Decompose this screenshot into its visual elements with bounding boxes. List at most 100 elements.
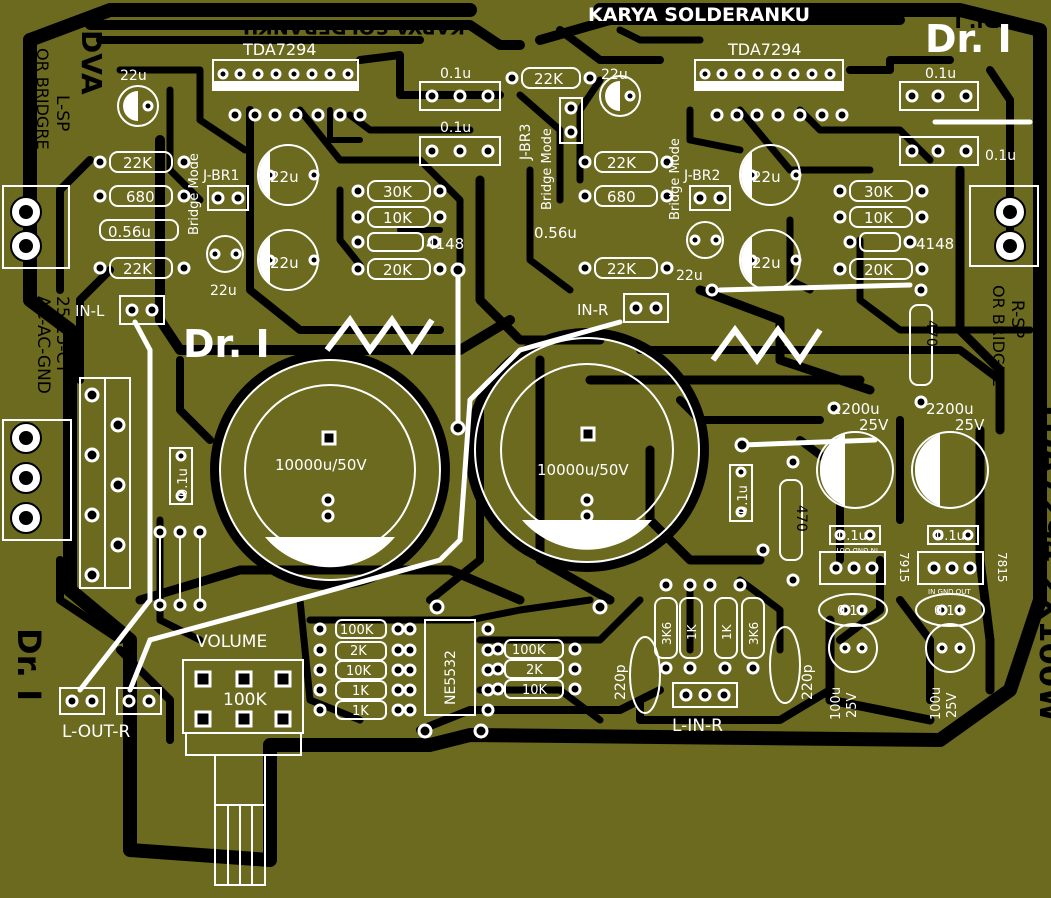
cap-label: 22u: [676, 268, 703, 284]
res-label: 1K: [352, 704, 369, 719]
cap-label: 22u: [601, 67, 628, 83]
res-label: 3K6: [660, 622, 674, 645]
volume-label: VOLUME: [196, 632, 267, 652]
polarity-marks: [123, 81, 940, 568]
res-label: 3K6: [747, 622, 761, 645]
res-label: 22K: [607, 260, 637, 278]
cap-label: 0.56u: [534, 224, 577, 242]
speaker-right-label: R-SP: [1007, 300, 1027, 338]
title-main: KARYA SOLDERANKU: [588, 4, 810, 26]
bridge-mode-label: Bridge Mode: [187, 153, 202, 235]
author-mirror: Dr. I: [954, 9, 1000, 33]
cap-label: 100u: [929, 687, 944, 720]
pads: [65, 68, 977, 739]
ic-right-label: TDA7294: [727, 40, 801, 59]
res-label: 10K: [383, 209, 413, 227]
res-label: 100K: [340, 623, 374, 638]
cap-label: 0.1u: [440, 66, 471, 82]
res-label: 20K: [383, 261, 413, 279]
cap-label: 22u: [120, 68, 147, 84]
bridge-mode-label: Bridge Mode: [540, 128, 555, 210]
or-bridge-label: OR BRIDGRE: [989, 285, 1008, 387]
res-label: 1K: [352, 684, 369, 699]
cap-label: 2200u: [926, 400, 974, 418]
author-center: Dr. I: [183, 322, 270, 366]
voltage-label: 25V: [845, 692, 860, 718]
diode-label: 4148: [426, 235, 464, 253]
res-label: 470: [793, 505, 809, 532]
right-rotated-title: TDA7294 2X100W: [1032, 400, 1051, 722]
cap-label: 22u: [210, 283, 237, 299]
res-label: 470: [923, 320, 939, 347]
output-label: L-OUT-R: [62, 722, 131, 742]
input-left-label: IN-L: [75, 302, 105, 320]
res-label: 100K: [512, 643, 546, 658]
opamp-label: NE5532: [443, 650, 459, 705]
cap-label: 0.1u: [176, 468, 191, 497]
big-cap-label: 10000u/50V: [537, 461, 629, 479]
res-label: 10K: [522, 683, 548, 698]
cap-label: 0.1u: [837, 604, 866, 619]
res-label: 22K: [123, 154, 153, 172]
or-bridge-label: OR BRIDGRE: [33, 48, 52, 150]
logo-rotated: DVA: [75, 30, 108, 95]
dva-logo-shapes: [324, 314, 823, 366]
diode-label: 4148: [916, 235, 954, 253]
speaker-left-label: L-SP: [52, 95, 72, 131]
res-label: 1K: [720, 623, 734, 640]
res-label: 680: [607, 188, 636, 206]
res-label: 30K: [383, 183, 413, 201]
res-label: 30K: [864, 183, 894, 201]
jumper-label: J-BR3: [518, 124, 534, 161]
title-mirror: KARYA SOLDERANKU: [243, 16, 465, 38]
cap-label: 0.1u: [736, 485, 751, 514]
left-rotated-mark: Dr. I: [10, 628, 48, 701]
regulator-label: 7815: [995, 552, 1009, 583]
cap-label: 220p: [800, 664, 816, 700]
cap-label: 220p: [613, 664, 629, 700]
bridge-mode-label: Bridge Mode: [668, 138, 683, 220]
ic-left-label: TDA7294: [242, 40, 316, 59]
silkscreen-outlines: [2, 59, 1039, 886]
res-label: 20K: [864, 261, 894, 279]
input-right-label: IN-R: [577, 301, 608, 319]
res-label: 2K: [350, 644, 367, 659]
cap-label: 0.1u: [936, 529, 965, 544]
regulator-pins-label: IN GND OUT: [928, 588, 971, 596]
terminal-screws: [10, 196, 1026, 534]
jumper-label: J-BR1: [202, 168, 239, 184]
cap-label: 0.1u: [925, 66, 956, 82]
voltage-label: 25V: [859, 416, 889, 434]
voltage-label: 25V: [945, 692, 960, 718]
voltage-label: 25V: [955, 416, 985, 434]
ac-label: AC-AC-GND: [33, 296, 53, 394]
cap-label: 22u: [752, 254, 781, 272]
big-cap-label: 10000u/50V: [275, 456, 367, 474]
pot-label: 100K: [223, 690, 267, 710]
res-label: 10K: [346, 664, 372, 679]
author-logo: Dr. I: [925, 17, 1012, 61]
cap-label: 0.1u: [440, 120, 471, 136]
cap-label: 2200u: [832, 400, 880, 418]
cap-label: 0.1u: [838, 529, 867, 544]
cap-label: 0.56u: [108, 223, 151, 241]
regulator-label: 7915: [897, 552, 911, 583]
res-label: 22K: [607, 154, 637, 172]
cap-label: 100u: [829, 687, 844, 720]
cap-label: 0.1u: [985, 148, 1016, 164]
res-label: 1K: [685, 623, 699, 640]
res-label: 22K: [123, 260, 153, 278]
jumper-wires: [77, 119, 1033, 693]
res-label: 2K: [526, 663, 543, 678]
input-header-label: L-IN-R: [672, 716, 723, 736]
cap-label: 0.1u: [934, 604, 963, 619]
cap-label: 22u: [270, 168, 299, 186]
cap-label: 22u: [752, 168, 781, 186]
cap-label: 22u: [270, 254, 299, 272]
regulator-pins-label: IN GND OUT: [835, 546, 878, 554]
silkscreen-text: KARYA SOLDERANKU KARYA SOLDERANKU Dr. I …: [10, 4, 1051, 742]
res-label: 680: [126, 188, 155, 206]
supply-label: 25-25-CT: [52, 296, 72, 374]
